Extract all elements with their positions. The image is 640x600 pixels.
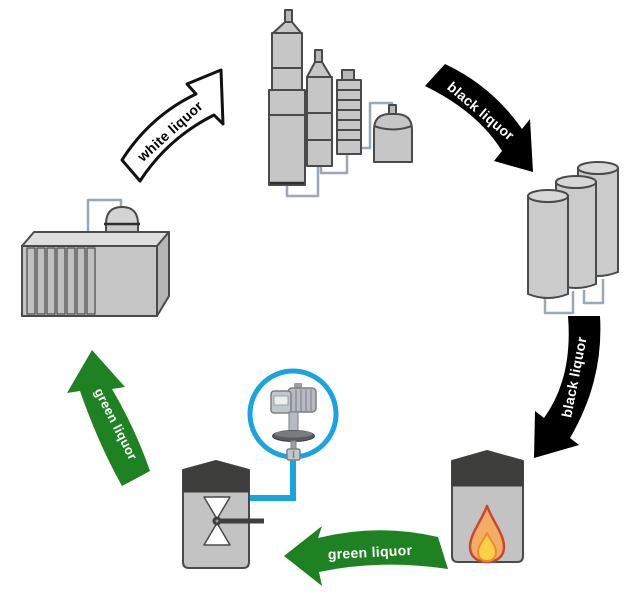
building-louvers (26, 247, 96, 315)
building-side-face (156, 231, 170, 317)
green-liquor-arrow-left (67, 350, 150, 486)
boiler-cap (451, 450, 524, 487)
dissolving-tank-icon (182, 460, 264, 569)
causticizing-building-icon (21, 198, 170, 317)
agitator-icon (203, 496, 264, 546)
white-liquor-arrow (120, 68, 225, 183)
digester-blow-tank (373, 104, 413, 163)
green-liquor-arrow-bottom (284, 526, 448, 586)
flame-icon (468, 504, 506, 564)
instrument-callout-icon (247, 368, 339, 501)
tank-cap (182, 460, 250, 493)
evaporator-pipes (543, 279, 605, 315)
digester-column-1 (268, 9, 306, 186)
digester-column-3 (336, 69, 362, 155)
evaporator-cylinders-icon (527, 161, 619, 315)
density-instrument-icon (270, 383, 317, 461)
recovery-boiler-icon (451, 450, 524, 564)
instrument-pipe (250, 456, 296, 501)
building-roof-pipe (86, 198, 123, 246)
digester-towers-icon (268, 9, 413, 198)
black-liquor-arrow-right (534, 316, 601, 458)
digester-column-2 (306, 49, 333, 167)
building-top-face (21, 231, 170, 247)
black-liquor-arrow-top (425, 64, 533, 172)
evaporator-1 (527, 189, 569, 299)
